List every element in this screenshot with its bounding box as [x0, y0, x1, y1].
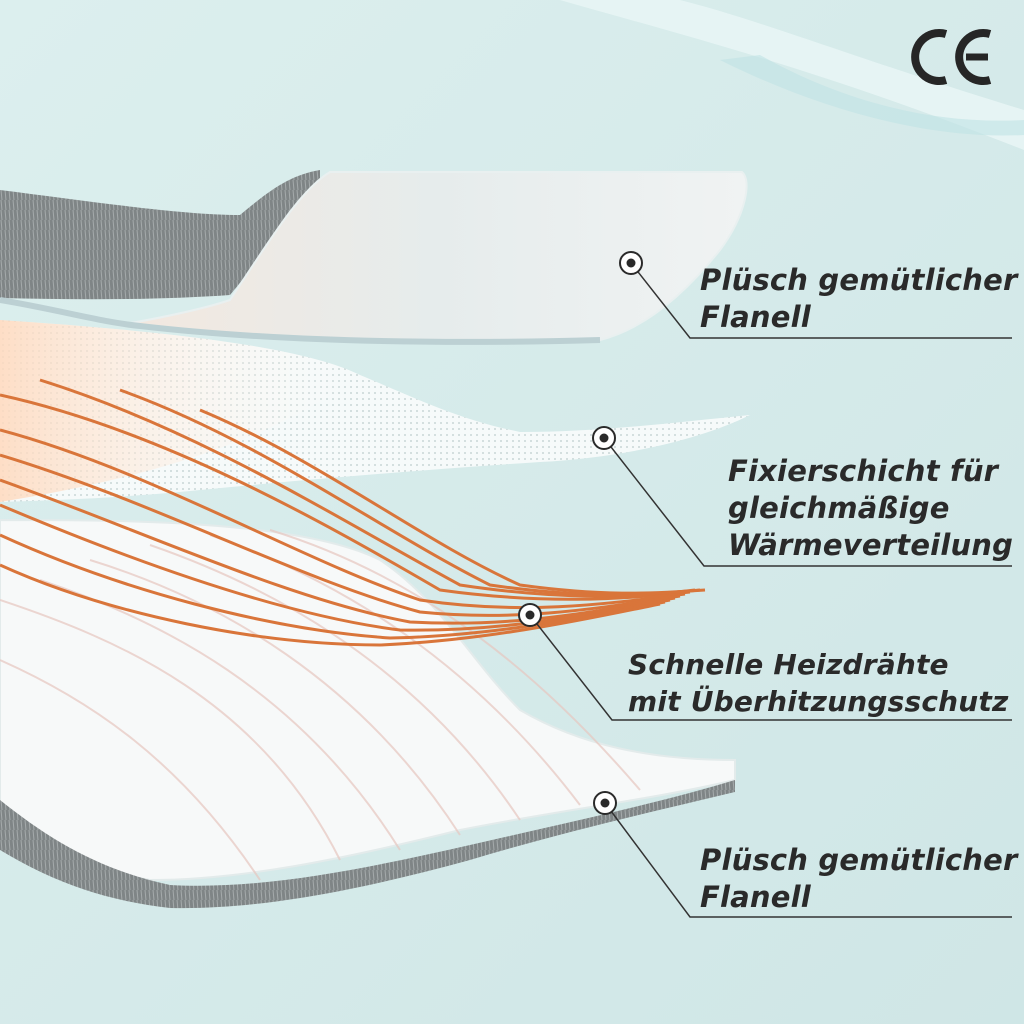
marker-top-flannel [619, 251, 643, 275]
background-swoosh-2 [720, 55, 1024, 136]
label-line: gleichmäßige [728, 491, 950, 525]
label-line: Plüsch gemütlicher [700, 843, 1018, 877]
label-line: Flanell [700, 880, 811, 914]
ce-certification-logo [911, 29, 992, 85]
label-line: Schnelle Heizdrähte [628, 648, 949, 681]
label-heating-wires: Schnelle Heizdrähte mit Überhitzungsschu… [628, 646, 1009, 720]
marker-heating-wires [518, 603, 542, 627]
label-bottom-flannel: Plüsch gemütlicher Flanell [700, 842, 1017, 916]
top-flannel-edge [0, 297, 601, 345]
label-fixing-layer: Fixierschicht für gleichmäßige Wärmevert… [728, 453, 1013, 564]
label-top-flannel: Plüsch gemütlicher Flanell [700, 262, 1017, 336]
marker-bottom-flannel [593, 791, 617, 815]
fixing-layer-glow [0, 320, 360, 502]
leader-line-heating-wires [529, 614, 1012, 721]
leader-line-top-flannel [630, 262, 1012, 339]
label-line: Plüsch gemütlicher [700, 263, 1018, 297]
label-line: Wärmeverteilung [728, 528, 1014, 562]
label-line: mit Überhitzungsschutz [628, 685, 1009, 718]
label-line: Fixierschicht für [728, 454, 999, 488]
leader-line-fixing-layer [603, 437, 1012, 567]
leader-line-bottom-flannel [604, 802, 1012, 918]
bottom-flannel-fur [0, 780, 735, 909]
label-line: Flanell [700, 300, 811, 334]
marker-fixing-layer [592, 426, 616, 450]
bottom-flannel-sheet [0, 519, 736, 882]
heating-wires [0, 378, 706, 647]
top-flannel-fur [0, 170, 320, 300]
